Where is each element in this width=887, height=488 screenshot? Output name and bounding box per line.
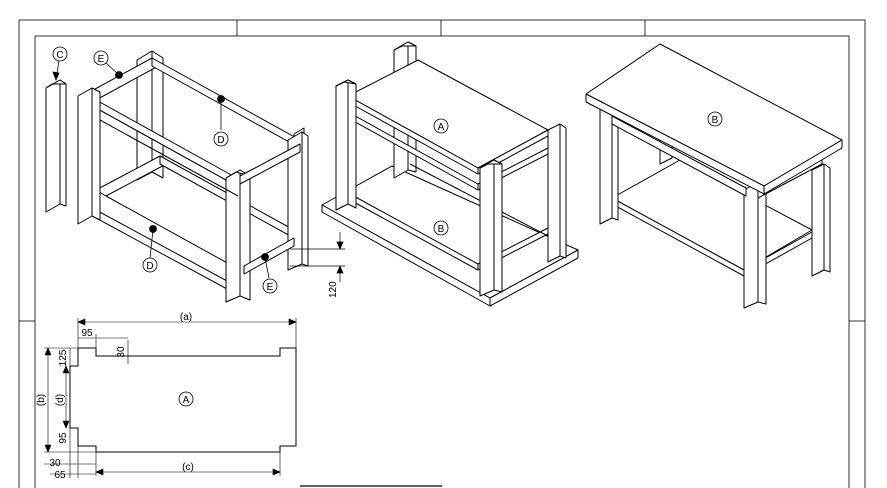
svg-text:A: A (438, 122, 445, 133)
dim-inner-depth: (d) (55, 394, 66, 406)
leg-offset-dimension (290, 232, 345, 282)
callout-C: C (52, 46, 68, 62)
callout-B-base: B (433, 220, 449, 236)
dim-corner-depth: 125 (58, 349, 69, 366)
dim-panel-width: (a) (180, 312, 192, 323)
callout-B-tabletop: B (707, 111, 723, 127)
svg-text:A: A (183, 395, 190, 406)
sheet-frame (18, 19, 866, 488)
callout-A-pattern: A (178, 391, 194, 407)
separate-leg-post (45, 79, 67, 213)
svg-text:C: C (56, 50, 63, 61)
dim-panel-depth: (b) (36, 394, 47, 406)
frame-view (45, 50, 309, 303)
dim-lower-offset: 65 (54, 470, 66, 481)
svg-text:E: E (267, 282, 274, 293)
assembled-table-view (585, 43, 843, 309)
panel-A-dimensions (44, 318, 297, 478)
dim-lower-notch-depth: 30 (49, 458, 61, 469)
svg-text:E: E (98, 54, 105, 65)
panel-view (321, 41, 579, 307)
callout-A-panel: A (433, 118, 449, 134)
dim-notch-depth: 30 (116, 346, 127, 358)
svg-text:B: B (438, 224, 445, 235)
dim-lower-notch-length: 95 (58, 432, 69, 444)
callout-D-top: D (213, 131, 229, 147)
leg-offset-value: 120 (328, 281, 339, 298)
callout-E-bottom: E (262, 278, 278, 294)
svg-text:B: B (712, 115, 719, 126)
callout-D-bottom: D (142, 257, 158, 273)
dim-inner-width: (c) (182, 462, 194, 473)
frame-view-callouts (52, 59, 270, 279)
dim-notch-length: 95 (81, 328, 93, 339)
svg-text:D: D (146, 261, 153, 272)
svg-text:D: D (217, 135, 224, 146)
callout-E-top: E (93, 50, 109, 66)
